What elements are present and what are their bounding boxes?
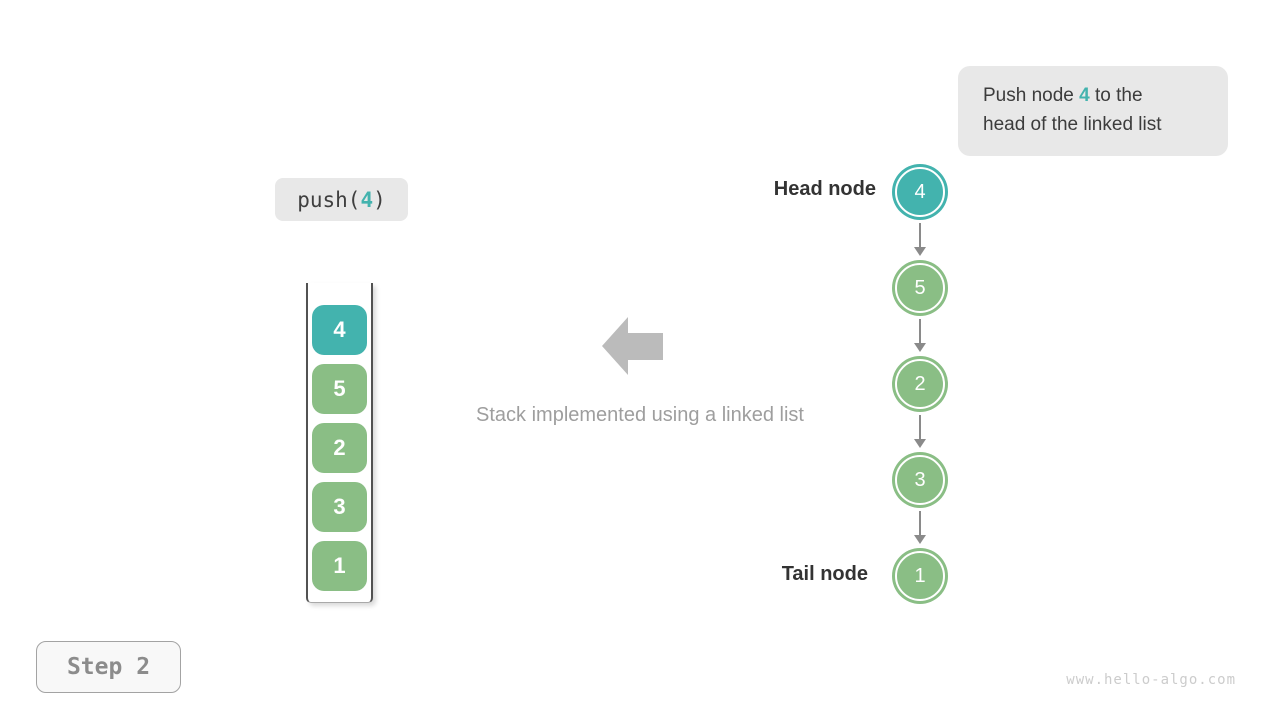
linked-list: 4 5 2 3 1 [895, 167, 945, 601]
stack: 4 5 2 3 1 [306, 283, 373, 603]
annotation-text: Push node [983, 85, 1080, 106]
linked-list-node-5: 5 [895, 263, 945, 313]
caption-text: Stack implemented using a linked list [476, 404, 804, 426]
annotation-highlight-value: 4 [1079, 85, 1090, 106]
head-node-label: Head node [773, 178, 876, 200]
push-arg-value: 4 [360, 187, 374, 212]
stack-node-1: 1 [312, 541, 367, 591]
push-code-text: push( [297, 187, 361, 212]
push-code-text-after: ) [373, 187, 386, 212]
stack-node-5: 5 [312, 364, 367, 414]
arrow-down-icon [914, 313, 926, 359]
annotation-text-after: to the [1089, 85, 1143, 106]
stack-node-3: 3 [312, 482, 367, 532]
linked-list-node-4: 4 [895, 167, 945, 217]
watermark-text: www.hello-algo.com [1066, 672, 1236, 688]
step-badge: Step 2 [36, 641, 181, 693]
annotation-text-line2: head of the linked list [983, 114, 1162, 135]
step-badge-label: Step 2 [66, 654, 151, 680]
arrow-left-icon [602, 317, 663, 375]
annotation-bubble: Push node 4 to the head of the linked li… [958, 66, 1228, 156]
arrow-down-icon [914, 505, 926, 551]
tail-node-label: Tail node [781, 563, 868, 585]
arrow-down-icon [914, 409, 926, 455]
arrow-down-icon [914, 217, 926, 263]
push-operation-label: push(4) [275, 178, 408, 221]
stack-node-2: 2 [312, 423, 367, 473]
linked-list-node-1: 1 [895, 551, 945, 601]
linked-list-node-3: 3 [895, 455, 945, 505]
stack-node-4: 4 [312, 305, 367, 355]
linked-list-node-2: 2 [895, 359, 945, 409]
